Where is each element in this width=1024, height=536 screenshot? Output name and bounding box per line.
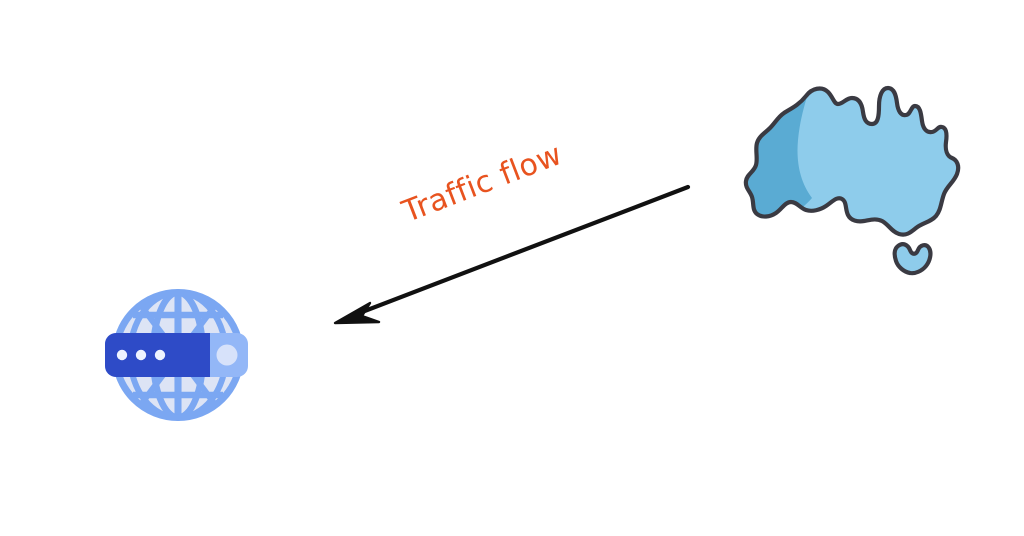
traffic-flow-arrow bbox=[333, 184, 691, 325]
arrow-head-icon bbox=[333, 301, 381, 325]
australia-outline bbox=[743, 85, 961, 237]
server-power-circle-icon bbox=[216, 344, 238, 366]
australia-map-icon[interactable] bbox=[740, 80, 961, 276]
server-indicator-dot-3 bbox=[154, 349, 166, 361]
globe-server-icon[interactable] bbox=[105, 289, 248, 421]
arrow-shaft bbox=[346, 184, 691, 320]
australia-island-tasmania bbox=[892, 242, 933, 276]
server-indicator-dot-1 bbox=[116, 349, 128, 361]
server-indicator-dot-2 bbox=[135, 349, 147, 361]
